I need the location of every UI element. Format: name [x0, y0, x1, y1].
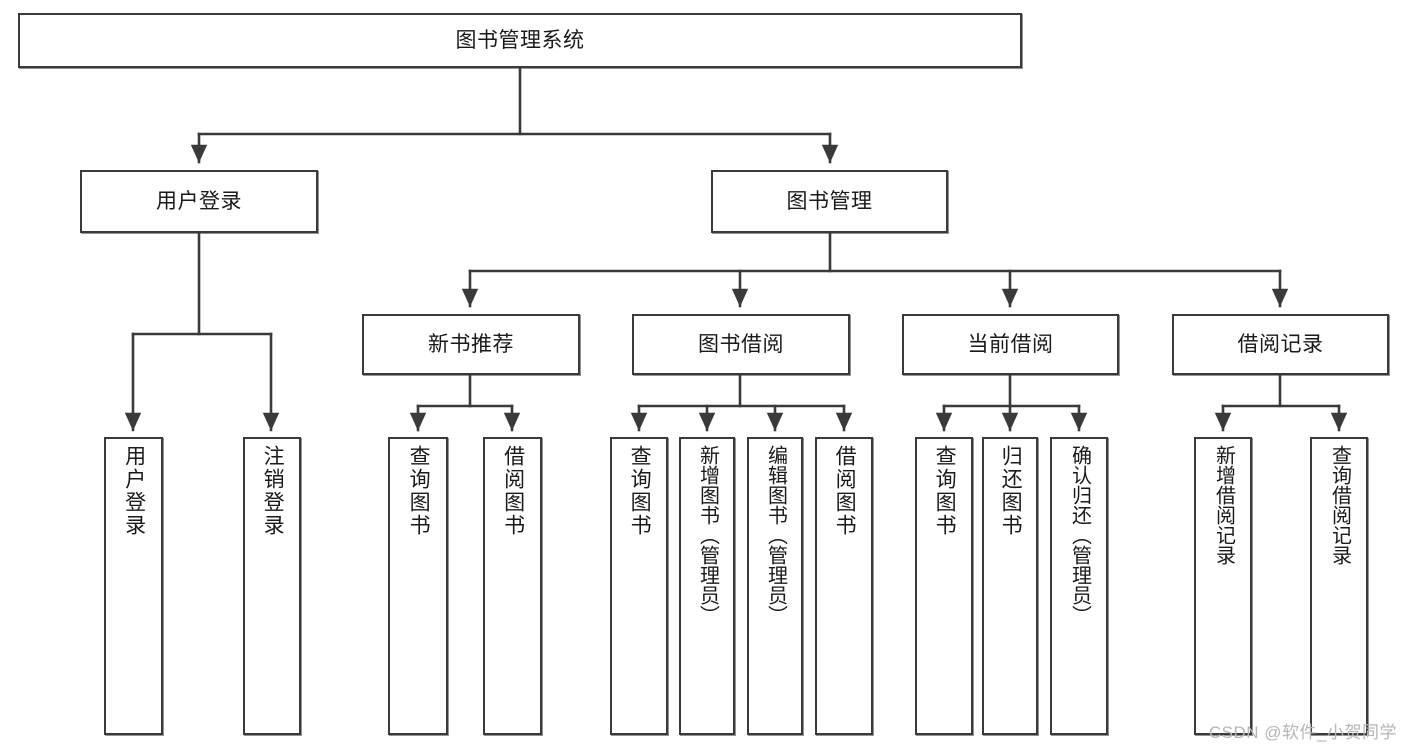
node-leaf-search-borrow-record[interactable]: 查询借阅记录: [1310, 437, 1368, 735]
node-current-borrow-label: 当前借阅: [967, 332, 1054, 356]
node-root-label: 图书管理系统: [455, 28, 585, 52]
node-new-book-recommend[interactable]: 新书推荐: [362, 314, 580, 375]
node-current-borrow[interactable]: 当前借阅: [902, 314, 1119, 375]
node-leaf-borrow-book-2-label: 借阅图书: [833, 445, 857, 537]
node-borrow-records[interactable]: 借阅记录: [1172, 314, 1389, 375]
node-leaf-return-book[interactable]: 归还图书: [982, 437, 1038, 735]
node-leaf-add-borrow-record-label: 新增借阅记录: [1212, 445, 1235, 565]
node-leaf-user-login[interactable]: 用户登录: [104, 437, 163, 735]
node-leaf-logout-label: 注销登录: [261, 445, 285, 537]
node-leaf-search-book-1[interactable]: 查询图书: [388, 437, 448, 735]
node-leaf-edit-book-admin[interactable]: 编辑图书（管理员）: [747, 437, 803, 735]
node-leaf-borrow-book-1[interactable]: 借阅图书: [483, 437, 542, 735]
node-book-management-label: 图书管理: [786, 189, 873, 213]
node-leaf-add-book-admin[interactable]: 新增图书（管理员）: [679, 437, 735, 735]
node-leaf-search-borrow-record-label: 查询借阅记录: [1328, 445, 1351, 565]
node-leaf-confirm-return-admin[interactable]: 确认归还（管理员）: [1050, 437, 1108, 735]
node-root[interactable]: 图书管理系统: [18, 13, 1022, 68]
node-leaf-borrow-book-2[interactable]: 借阅图书: [815, 437, 873, 735]
node-leaf-search-book-2-label: 查询图书: [628, 445, 652, 537]
node-leaf-return-book-label: 归还图书: [999, 445, 1023, 537]
node-leaf-confirm-return-admin-label: 确认归还（管理员）: [1068, 445, 1091, 625]
node-borrow-records-label: 借阅记录: [1237, 332, 1324, 356]
csdn-watermark: CSDN @软件_小贺同学: [1208, 723, 1397, 742]
node-book-borrow-label: 图书借阅: [698, 332, 784, 356]
node-user-login-label: 用户登录: [156, 189, 242, 213]
node-book-borrow[interactable]: 图书借阅: [632, 314, 850, 375]
node-leaf-logout[interactable]: 注销登录: [243, 437, 301, 735]
node-leaf-add-borrow-record[interactable]: 新增借阅记录: [1194, 437, 1252, 735]
node-leaf-user-login-label: 用户登录: [122, 445, 146, 537]
node-leaf-search-book-2[interactable]: 查询图书: [610, 437, 668, 735]
node-leaf-add-book-admin-label: 新增图书（管理员）: [696, 445, 719, 625]
node-leaf-edit-book-admin-label: 编辑图书（管理员）: [764, 445, 787, 625]
node-leaf-search-book-3[interactable]: 查询图书: [915, 437, 973, 735]
node-leaf-borrow-book-1-label: 借阅图书: [501, 445, 525, 537]
node-leaf-search-book-1-label: 查询图书: [407, 445, 431, 537]
node-book-management[interactable]: 图书管理: [711, 170, 948, 233]
node-leaf-search-book-3-label: 查询图书: [933, 445, 957, 537]
node-user-login[interactable]: 用户登录: [80, 170, 318, 233]
node-new-book-recommend-label: 新书推荐: [428, 332, 514, 356]
